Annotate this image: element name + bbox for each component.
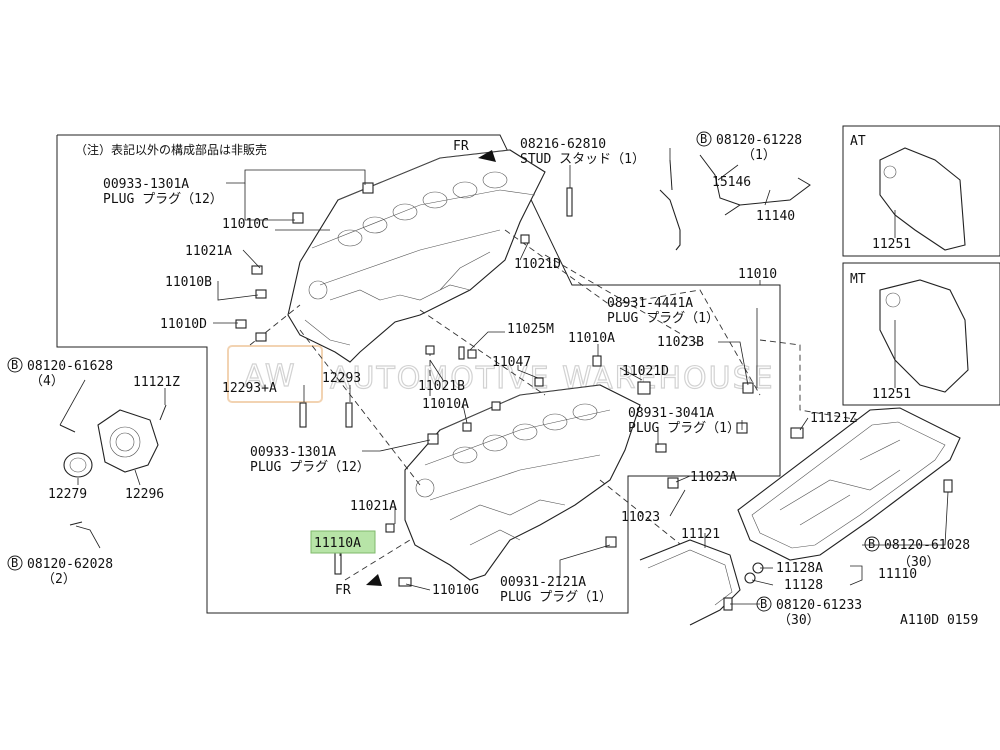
dipstick-bracket bbox=[699, 154, 741, 206]
leader-lines bbox=[59, 148, 949, 605]
bolt-symbol-icon bbox=[7, 555, 23, 571]
label-11010d[interactable]: 11010D bbox=[160, 317, 207, 332]
dipstick bbox=[724, 177, 811, 216]
bolt-symbol-icon bbox=[696, 131, 712, 147]
label-11025m[interactable]: 11025M bbox=[507, 322, 554, 337]
label-12293a[interactable]: 12293+A bbox=[222, 381, 277, 396]
watermark-logo: AW bbox=[244, 359, 297, 394]
mt-label: MT bbox=[850, 272, 866, 287]
label-08120-61028-qty: （30） bbox=[898, 555, 940, 570]
label-11121z-right[interactable]: 11121Z bbox=[810, 411, 857, 426]
label-08120-62028-qty: （2） bbox=[42, 572, 76, 587]
fr-arrow-bottom bbox=[366, 574, 382, 586]
at-plate-hole bbox=[883, 165, 897, 179]
label-11021d-top[interactable]: 11021D bbox=[514, 257, 561, 272]
label-11010[interactable]: 11010 bbox=[738, 267, 777, 282]
label-00933-1301a-mid[interactable]: 00933-1301A bbox=[250, 445, 336, 460]
bolt-symbol-icon bbox=[864, 536, 880, 552]
label-08216-desc: STUD スタッド（1） bbox=[520, 152, 645, 167]
label-11010g[interactable]: 11010G bbox=[432, 583, 479, 598]
fr-label-top: FR bbox=[453, 139, 469, 154]
label-11121z-left[interactable]: 11121Z bbox=[133, 375, 180, 390]
label-11021a-bottom[interactable]: 11021A bbox=[350, 499, 397, 514]
label-11010c[interactable]: 11010C bbox=[222, 217, 269, 232]
label-11128[interactable]: 11128 bbox=[784, 578, 823, 593]
label-08931-3041a[interactable]: 08931-3041A bbox=[628, 406, 714, 421]
at-box bbox=[842, 125, 1000, 257]
label-08120-62028[interactable]: 08120-62028 bbox=[27, 557, 113, 572]
label-08120-61233-qty: （30） bbox=[778, 613, 820, 628]
watermark-logo-frame bbox=[227, 345, 323, 403]
at-plate bbox=[879, 147, 966, 251]
bolt-08120-61228 bbox=[669, 159, 673, 191]
label-08120-61233[interactable]: 08120-61233 bbox=[776, 598, 862, 613]
label-08120-61628-qty: （4） bbox=[30, 374, 64, 389]
label-11110[interactable]: 11110 bbox=[878, 567, 917, 582]
fr-label-bottom: FR bbox=[335, 583, 351, 598]
svg-text:B: B bbox=[868, 537, 875, 551]
small-parts bbox=[235, 182, 953, 611]
mt-plate bbox=[879, 279, 969, 393]
label-00933-1301a-top[interactable]: 00933-1301A bbox=[103, 177, 189, 192]
cylinder-block-lower bbox=[404, 384, 641, 581]
mt-plate-hole bbox=[885, 292, 901, 308]
oil-pan bbox=[737, 407, 961, 561]
cylinder-block-upper bbox=[287, 149, 546, 363]
bolt-symbol-icon bbox=[756, 596, 772, 612]
label-08931-4441a[interactable]: 08931-4441A bbox=[607, 296, 693, 311]
label-08120-61628[interactable]: 08120-61628 bbox=[27, 359, 113, 374]
label-08931-4441-desc: PLUG プラグ（1） bbox=[607, 311, 719, 326]
label-00931-2121a[interactable]: 00931-2121A bbox=[500, 575, 586, 590]
label-08120-61028[interactable]: 08120-61028 bbox=[884, 538, 970, 553]
label-12296[interactable]: 12296 bbox=[125, 487, 164, 502]
svg-text:B: B bbox=[11, 556, 18, 570]
label-11010b[interactable]: 11010B bbox=[165, 275, 212, 290]
label-11021a-top[interactable]: 11021A bbox=[185, 244, 232, 259]
label-12293[interactable]: 12293 bbox=[322, 371, 361, 386]
label-11023a[interactable]: 11023A bbox=[690, 470, 737, 485]
label-00931-desc: PLUG プラグ（1） bbox=[500, 590, 612, 605]
group-frame bbox=[56, 134, 781, 614]
label-11023b[interactable]: 11023B bbox=[657, 335, 704, 350]
label-11021d-mid[interactable]: 11021D bbox=[622, 364, 669, 379]
label-11010a-right[interactable]: 11010A bbox=[568, 331, 615, 346]
label-11047[interactable]: 11047 bbox=[492, 355, 531, 370]
svg-text:B: B bbox=[700, 132, 707, 146]
highlight-11110a bbox=[310, 530, 376, 554]
rear-oil-seal-retainer bbox=[59, 404, 167, 526]
svg-text:B: B bbox=[760, 597, 767, 611]
oil-pan-gasket bbox=[639, 539, 741, 626]
label-11128a[interactable]: 11128A bbox=[776, 561, 823, 576]
diagram-code: A110D 0159 bbox=[900, 613, 978, 628]
note-text: （注）表記以外の構成部品は非販売 bbox=[75, 142, 267, 157]
gasket-inner bbox=[647, 549, 733, 606]
fr-arrow-top bbox=[478, 150, 496, 162]
label-08120-61228-qty: （1） bbox=[742, 148, 776, 163]
label-08216-62810[interactable]: 08216-62810 bbox=[520, 137, 606, 152]
label-11140[interactable]: 11140 bbox=[756, 209, 795, 224]
label-11251-at[interactable]: 11251 bbox=[872, 237, 911, 252]
label-00933-mid-desc: PLUG プラグ（12） bbox=[250, 460, 370, 475]
at-label: AT bbox=[850, 134, 866, 149]
label-11121[interactable]: 11121 bbox=[681, 527, 720, 542]
label-08931-3041-desc: PLUG プラグ（1） bbox=[628, 421, 740, 436]
label-11010a-mid[interactable]: 11010A bbox=[422, 397, 469, 412]
label-11110a[interactable]: 11110A bbox=[314, 536, 361, 551]
label-11021b[interactable]: 11021B bbox=[418, 379, 465, 394]
dipstick-tube bbox=[659, 189, 681, 251]
svg-text:B: B bbox=[11, 358, 18, 372]
bolt-symbol-icon bbox=[7, 357, 23, 373]
label-12279[interactable]: 12279 bbox=[48, 487, 87, 502]
label-11023[interactable]: 11023 bbox=[621, 510, 660, 525]
mt-box bbox=[842, 262, 1000, 406]
label-00933-top-desc: PLUG プラグ（12） bbox=[103, 192, 223, 207]
label-08120-61228[interactable]: 08120-61228 bbox=[716, 133, 802, 148]
label-11251-mt[interactable]: 11251 bbox=[872, 387, 911, 402]
label-15146[interactable]: 15146 bbox=[712, 175, 751, 190]
